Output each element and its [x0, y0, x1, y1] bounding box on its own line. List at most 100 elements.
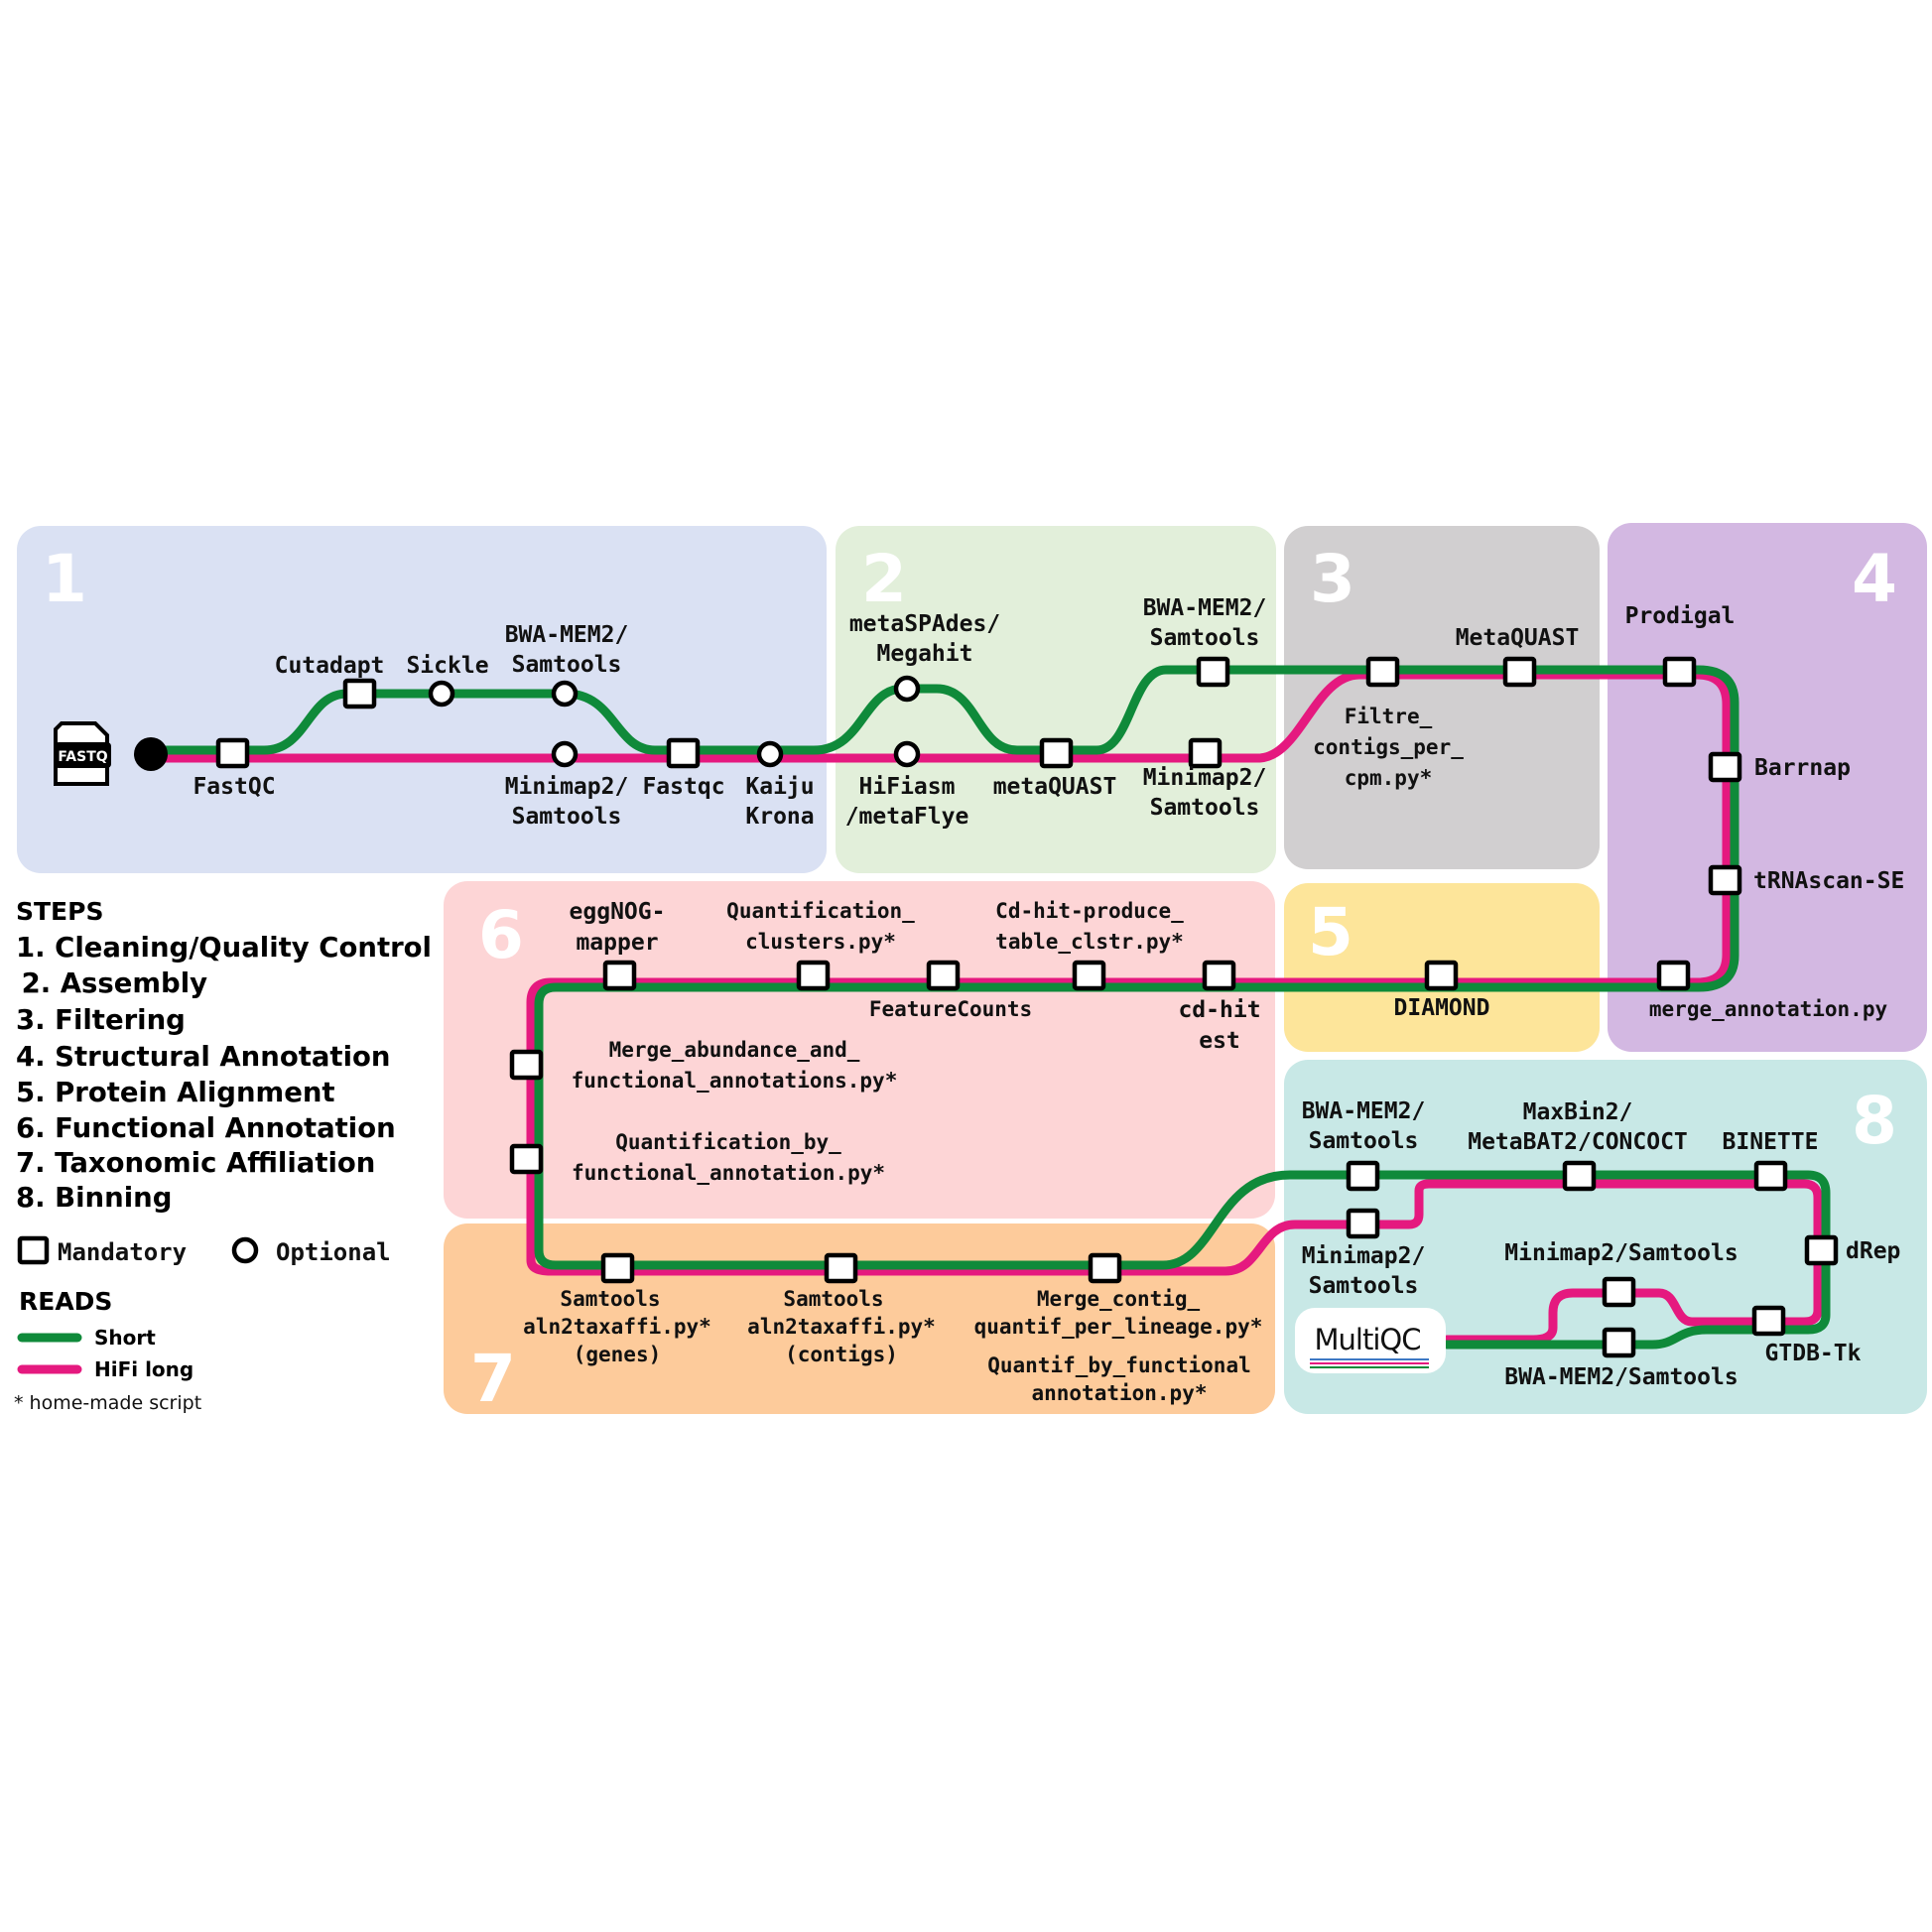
station-minimap2-2 [1188, 737, 1223, 769]
panel-numbers: 1 2 3 4 5 6 7 8 [42, 541, 1897, 1417]
station-cd-hit [1202, 960, 1236, 991]
panel-1 [17, 526, 827, 873]
label-eggnog-mapper: eggNOG-mapper [570, 899, 666, 956]
panel-2-number: 2 [861, 541, 907, 617]
station-metaquast-1 [1039, 737, 1074, 769]
label-hifiasm: HiFiasm/metaFlye [845, 774, 969, 830]
metro-lines [146, 665, 1831, 1350]
station-metaquast-2 [1502, 656, 1537, 688]
station-minimap2-8 [1346, 1208, 1380, 1239]
station-fastqc [215, 737, 250, 769]
station-fastqc-2 [666, 737, 701, 769]
label-quantification-by-functional: Quantification_by_functional_annotation.… [572, 1130, 885, 1185]
label-prodigal: Prodigal [1625, 603, 1736, 629]
station-maxbin [1562, 1160, 1597, 1192]
label-binette: BINETTE [1723, 1129, 1819, 1155]
label-minimap2-2: Minimap2/Samtools [1143, 765, 1267, 821]
label-trnascan: tRNAscan-SE [1753, 868, 1904, 894]
panel-8-number: 8 [1852, 1083, 1897, 1159]
station-drep [1804, 1234, 1839, 1266]
label-minimap2-1: Minimap2/Samtools [505, 774, 629, 830]
label-minimap2-8b: Minimap2/Samtools [1504, 1240, 1738, 1266]
panel-4-number: 4 [1852, 541, 1897, 617]
legend-short-label: Short [94, 1326, 156, 1350]
station-metaspades [893, 675, 921, 703]
label-cutadapt: Cutadapt [275, 653, 385, 679]
station-binette [1753, 1160, 1788, 1192]
panel-3-number: 3 [1310, 541, 1355, 617]
label-barrnap: Barrnap [1754, 755, 1851, 781]
station-samtools-contigs [824, 1252, 858, 1284]
station-sickle [428, 680, 455, 708]
station-gtdb-tk [1751, 1305, 1786, 1337]
station-barrnap [1708, 751, 1742, 783]
label-minimap2-8: Minimap2/Samtools [1302, 1243, 1426, 1299]
panel-7-number: 7 [470, 1341, 516, 1417]
station-bwa-mem2-8b [1602, 1327, 1636, 1358]
station-bwa-mem2-1 [551, 680, 579, 708]
station-trnascan [1708, 864, 1742, 896]
label-bwa-mem2-1: BWA-MEM2/Samtools [505, 622, 629, 678]
legend-step-8: 8. Binning [16, 1182, 172, 1214]
station-minimap2-8b [1602, 1276, 1636, 1308]
legend-reads-title: READS [19, 1287, 112, 1316]
legend-step-5: 5. Protein Alignment [16, 1077, 335, 1108]
label-cd-hit-produce-table: Cd-hit-produce_table_clstr.py* [995, 899, 1184, 954]
station-prodigal [1662, 656, 1697, 688]
legend-hifi-label: HiFi long [94, 1357, 193, 1381]
station-quantification-by-functional [509, 1143, 544, 1175]
label-quantification-clusters: Quantification_clusters.py* [726, 899, 915, 954]
panel-3 [1284, 526, 1600, 869]
short-line [146, 665, 1831, 1350]
legend-step-3: 3. Filtering [16, 1004, 186, 1036]
legend-steps-list: 1. Cleaning/Quality Control 2. Assembly … [12, 932, 432, 1214]
label-bwa-mem2-8: BWA-MEM2/Samtools [1302, 1098, 1426, 1154]
start-dot [134, 737, 168, 771]
legend-mandatory-symbol [17, 1235, 50, 1265]
legend-step-6: 6. Functional Annotation [16, 1112, 396, 1144]
label-maxbin: MaxBin2/MetaBAT2/CONCOCT [1468, 1099, 1688, 1155]
legend-footnote: * home-made script [14, 1392, 201, 1414]
fastq-icon-label: FASTQ [58, 749, 107, 765]
panel-6-number: 6 [478, 897, 524, 973]
label-gtdb-tk: GTDB-Tk [1765, 1341, 1862, 1366]
panel-5-number: 5 [1308, 894, 1353, 970]
legend-step-2: 2. Assembly [12, 967, 207, 999]
legend-step-1: 1. Cleaning/Quality Control [16, 932, 432, 964]
panel-1-number: 1 [42, 541, 87, 617]
label-drep: dRep [1846, 1238, 1900, 1264]
panel-6 [444, 881, 1275, 1219]
station-minimap2-1 [551, 740, 579, 768]
pipeline-start: FASTQ [54, 721, 168, 786]
label-merge-abundance: Merge_abundance_and_functional_annotatio… [572, 1038, 898, 1093]
legend-steps-title: STEPS [16, 897, 103, 926]
station-bwa-mem2-8 [1346, 1160, 1380, 1192]
multiqc-label: MultiQC [1315, 1323, 1421, 1356]
station-quantification-clusters [796, 960, 831, 991]
station-cutadapt [342, 678, 377, 709]
station-filtre [1365, 656, 1400, 688]
station-diamond [1424, 960, 1459, 991]
station-samtools-genes [600, 1252, 635, 1284]
panel-4 [1608, 523, 1927, 1052]
station-merge-abundance [509, 1049, 544, 1081]
legend-step-4: 4. Structural Annotation [16, 1041, 390, 1073]
legend-optional-symbol [231, 1236, 259, 1264]
label-metaquast-1: metaQUAST [993, 774, 1117, 800]
label-diamond: DIAMOND [1394, 995, 1490, 1021]
station-cd-hit-produce-table [1072, 960, 1106, 991]
label-fastqc-2: Fastqc [642, 774, 724, 800]
hifi-line [146, 670, 1823, 1345]
label-merge-annotation: merge_annotation.py [1649, 997, 1888, 1021]
station-merge-annotation [1656, 960, 1691, 991]
station-featurecounts [926, 960, 961, 991]
station-merge-contig [1088, 1252, 1122, 1284]
station-kaiju [756, 740, 784, 768]
legend-mandatory-label: Mandatory [58, 1238, 187, 1266]
